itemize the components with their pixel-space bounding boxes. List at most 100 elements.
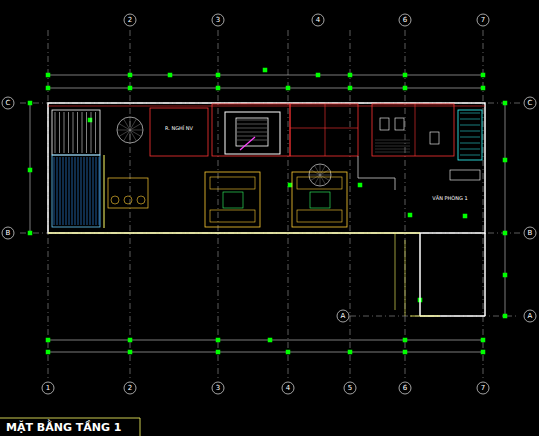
plant-leaf bbox=[130, 124, 141, 131]
wall-line bbox=[325, 104, 326, 156]
room-label: R. NGHỈ NV bbox=[163, 124, 195, 132]
stair-tread bbox=[82, 112, 83, 153]
stair-outline bbox=[225, 112, 280, 154]
stair-tread bbox=[78, 157, 79, 225]
stair-tread bbox=[63, 157, 64, 225]
dimension-tick bbox=[481, 86, 485, 90]
stair-outline bbox=[236, 118, 268, 146]
plant-leaf bbox=[130, 130, 137, 141]
dimension-tick bbox=[481, 73, 485, 77]
stair-outline bbox=[52, 155, 100, 227]
stair-tread bbox=[237, 132, 267, 133]
axis-line bbox=[218, 30, 219, 380]
stair-tread bbox=[75, 157, 76, 225]
dimension-tick bbox=[316, 73, 320, 77]
dimension-tick bbox=[503, 273, 507, 277]
dimension-tick bbox=[128, 338, 132, 342]
dimension-tick bbox=[28, 231, 32, 235]
stair-tread bbox=[59, 112, 60, 153]
title-underline bbox=[0, 418, 140, 419]
axis-label: C bbox=[3, 99, 13, 107]
coffee-table bbox=[310, 192, 330, 208]
axis-label: B bbox=[525, 229, 535, 237]
coffee-table bbox=[223, 192, 243, 208]
stair-tread bbox=[72, 157, 73, 225]
plant-leaf bbox=[130, 130, 143, 131]
dimension-tick bbox=[408, 213, 412, 217]
room-outline bbox=[150, 108, 208, 156]
canopy-line bbox=[395, 233, 396, 310]
dimension-tick bbox=[403, 73, 407, 77]
axis-bubble bbox=[312, 14, 324, 26]
axis-label: 7 bbox=[478, 384, 488, 392]
wall-line bbox=[358, 156, 359, 178]
dimension-tick bbox=[216, 86, 220, 90]
axis-label: B bbox=[3, 229, 13, 237]
dimension-tick bbox=[403, 86, 407, 90]
room-outline bbox=[290, 104, 358, 156]
axis-line bbox=[483, 30, 484, 380]
canopy-line bbox=[405, 240, 406, 316]
stair-tread bbox=[81, 157, 82, 225]
plant-leaf bbox=[309, 175, 320, 176]
dimension-tick bbox=[28, 168, 32, 172]
plant-leaf bbox=[124, 119, 131, 130]
room-outline bbox=[212, 104, 290, 156]
handrail bbox=[104, 155, 105, 228]
dimension-tick bbox=[216, 350, 220, 354]
sofa-set bbox=[297, 210, 342, 222]
plant-leaf bbox=[320, 175, 321, 186]
floor-hatch bbox=[375, 149, 410, 150]
stair-tread bbox=[237, 136, 267, 137]
axis-line bbox=[350, 30, 351, 380]
axis-label: 2 bbox=[125, 16, 135, 24]
axis-bubble bbox=[42, 382, 54, 394]
dimension-line bbox=[48, 88, 485, 89]
stair-tread bbox=[95, 112, 96, 153]
room-name: VĂN PHÒNG 1 bbox=[432, 195, 467, 201]
axis-label: 4 bbox=[313, 16, 323, 24]
floor-hatch bbox=[375, 152, 410, 153]
toilet-symbol bbox=[395, 118, 404, 130]
plant-leaf bbox=[320, 175, 331, 176]
stair-tread bbox=[55, 112, 56, 153]
axis-bubble bbox=[399, 382, 411, 394]
stair-tread bbox=[91, 112, 92, 153]
dimension-tick bbox=[216, 338, 220, 342]
axis-label: 6 bbox=[400, 16, 410, 24]
plant-leaf bbox=[320, 164, 321, 175]
stair-tread bbox=[96, 157, 97, 225]
wall-line bbox=[290, 128, 358, 129]
stair-tread bbox=[460, 155, 480, 156]
axis-line bbox=[350, 316, 518, 317]
axis-label: A bbox=[338, 312, 348, 320]
chair-symbol bbox=[124, 196, 132, 204]
dimension-tick bbox=[503, 231, 507, 235]
room-label: VĂN PHÒNG 1 bbox=[430, 194, 469, 202]
dimension-tick bbox=[268, 338, 272, 342]
axis-bubble bbox=[524, 310, 536, 322]
dimension-tick bbox=[46, 73, 50, 77]
stair-tread bbox=[460, 149, 480, 150]
wall-line bbox=[419, 233, 421, 316]
stair-outline bbox=[52, 110, 100, 155]
axis-line bbox=[130, 30, 131, 380]
axis-bubble bbox=[2, 97, 14, 109]
stair-tread bbox=[93, 157, 94, 225]
dimension-tick bbox=[481, 350, 485, 354]
dimension-line bbox=[48, 352, 485, 353]
plant-leaf bbox=[310, 175, 320, 181]
sofa-set bbox=[297, 177, 342, 189]
dimension-tick bbox=[348, 73, 352, 77]
axis-bubble bbox=[124, 382, 136, 394]
wall-line bbox=[484, 233, 486, 316]
dimension-tick bbox=[128, 350, 132, 354]
axis-label: 4 bbox=[283, 384, 293, 392]
sofa-set bbox=[292, 172, 347, 227]
axis-label: 7 bbox=[478, 16, 488, 24]
dimension-tick bbox=[503, 314, 507, 318]
plant-leaf bbox=[320, 175, 326, 185]
axis-bubble bbox=[282, 382, 294, 394]
stair-tread bbox=[60, 157, 61, 225]
stair-tread bbox=[460, 125, 480, 126]
